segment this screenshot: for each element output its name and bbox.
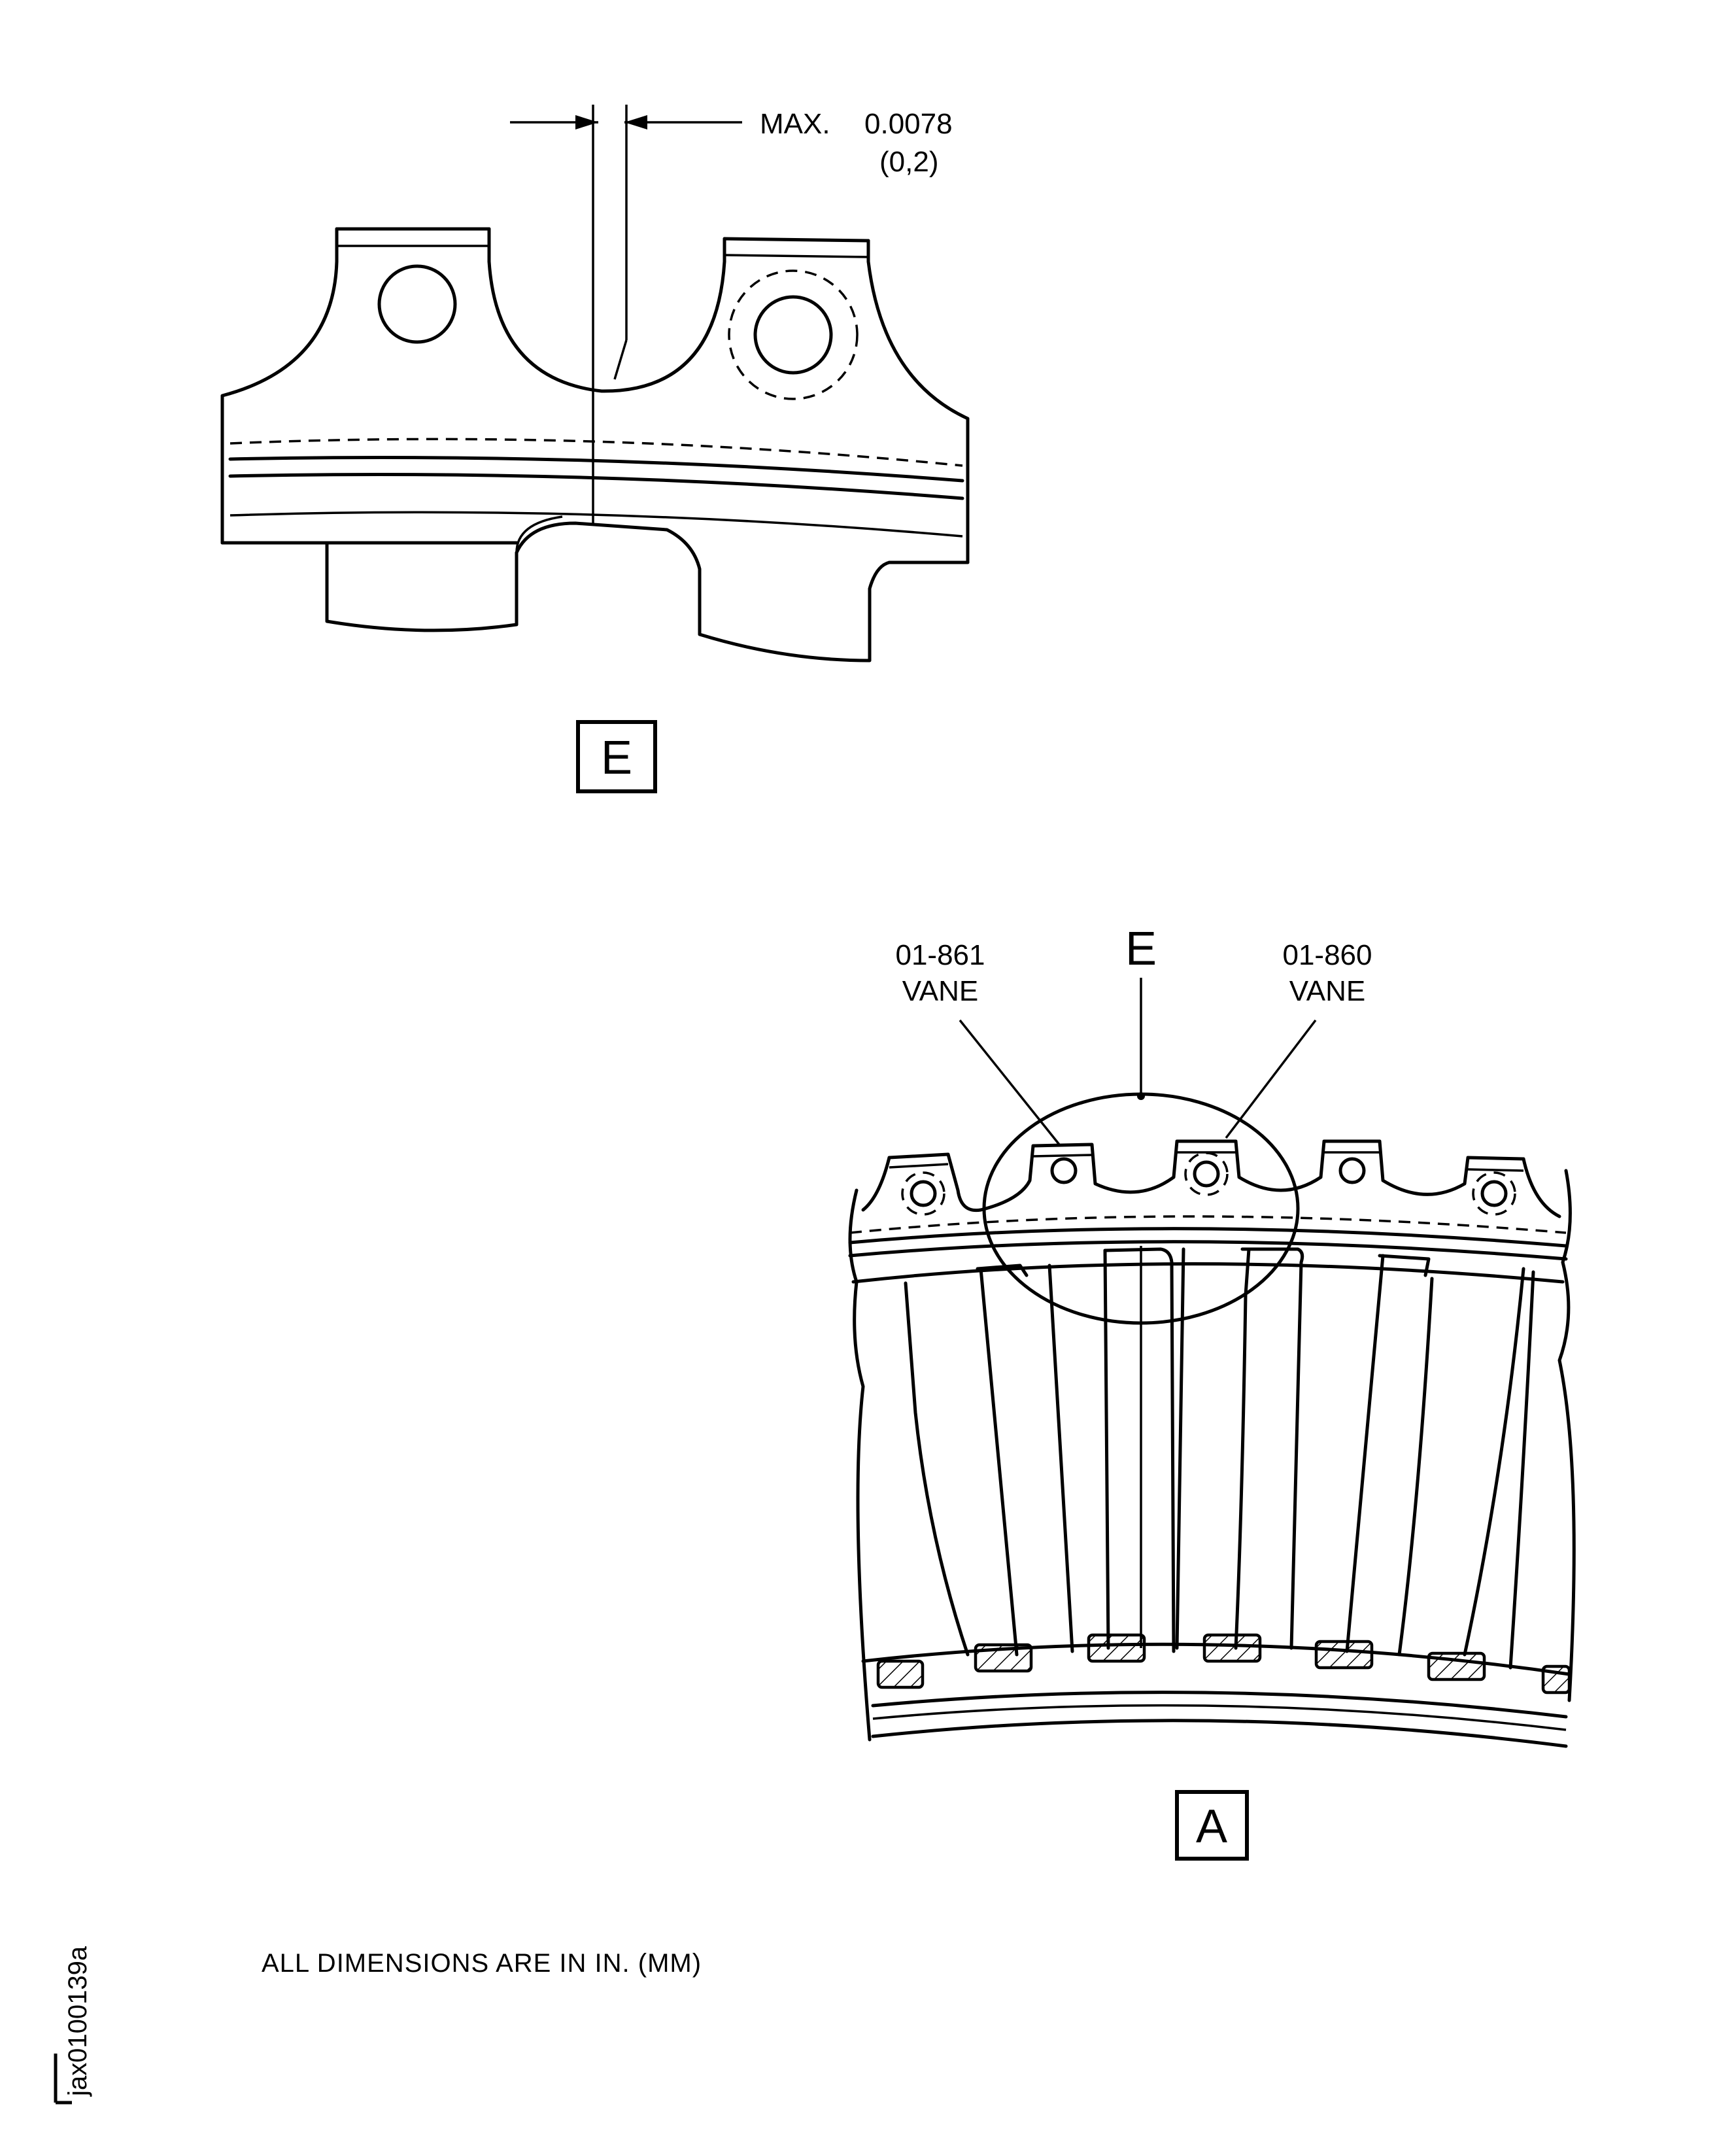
vane-left-name: VANE (902, 975, 979, 1007)
figure-code-marker (54, 2054, 72, 2105)
dimension-max-label: MAX. (760, 108, 830, 140)
view-a-drawing (848, 978, 1576, 1748)
view-a-label-box (1175, 1790, 1249, 1861)
view-a-callout-label: E (1125, 923, 1157, 975)
vane-right-name: VANE (1289, 975, 1366, 1007)
dimensions-footnote: ALL DIMENSIONS ARE IN IN. (MM) (262, 1949, 702, 1978)
detail-e-label-box (576, 720, 657, 793)
view-a-label: A (1196, 1800, 1227, 1853)
vane-left-part-number: 01-861 (895, 939, 985, 971)
vane-right-part-number: 01-860 (1282, 939, 1372, 971)
dimension-value-in: 0.0078 (864, 108, 953, 140)
dimension-value-mm: (0,2) (879, 146, 938, 178)
figure-code: jax0100139a (63, 1946, 92, 2097)
detail-e-drawing (220, 105, 970, 663)
detail-e-label: E (601, 732, 632, 784)
